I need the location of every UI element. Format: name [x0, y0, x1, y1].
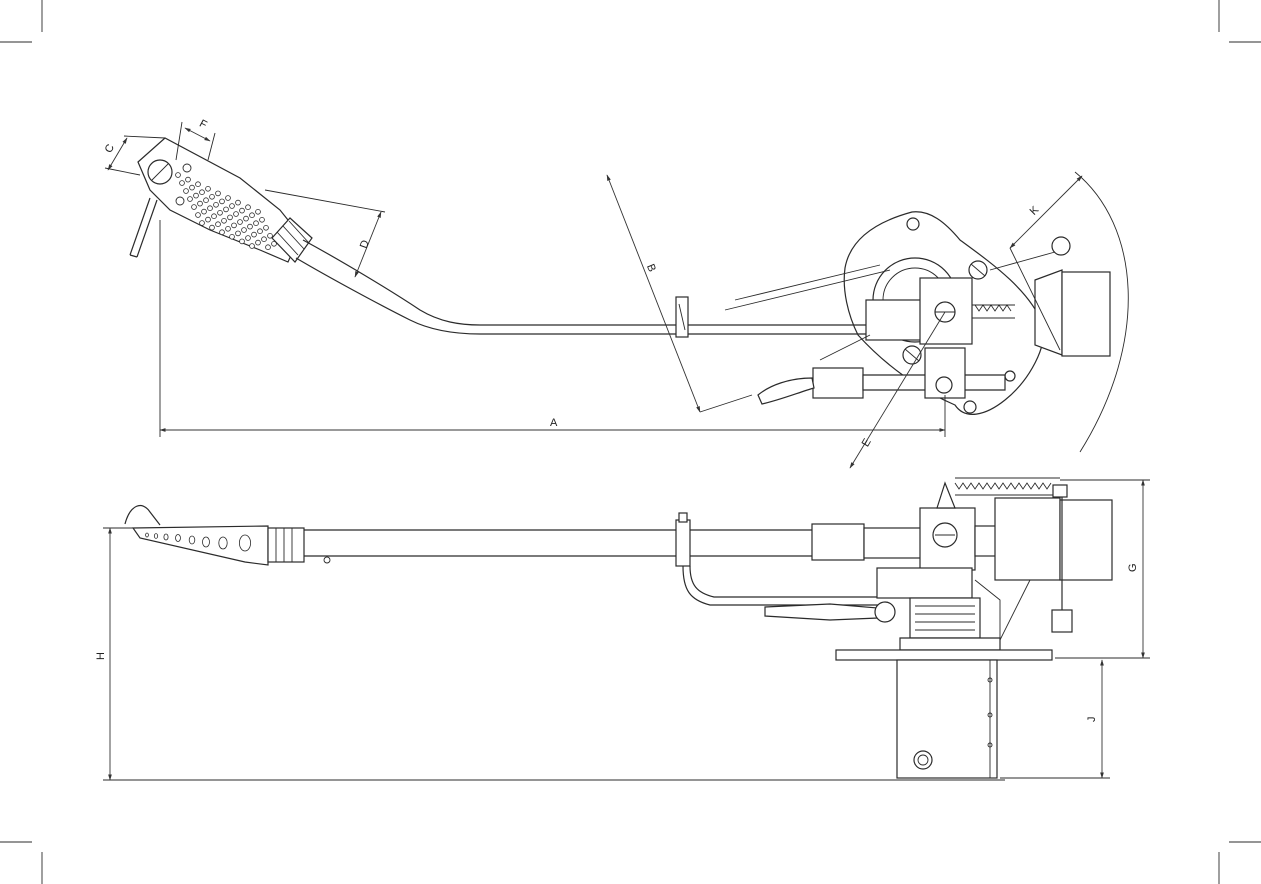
arm-lift-top — [813, 368, 863, 398]
dimension-k-line — [1010, 176, 1082, 248]
dimension-f-label: F — [197, 118, 209, 132]
bearing-block-top — [920, 278, 972, 344]
lift-lever-top — [758, 378, 814, 404]
bearing-block-side — [920, 508, 975, 570]
mounting-plate-side — [836, 650, 1052, 660]
dimension-b-label: B — [644, 262, 658, 273]
finger-lift-side — [125, 506, 160, 525]
counterweight-top — [1035, 270, 1110, 356]
anti-skate-weight-side — [1052, 610, 1072, 632]
mounting-pillar-side — [897, 660, 997, 778]
dimension-c-label: C — [103, 142, 117, 155]
counterweight-side — [995, 498, 1060, 580]
arm-sleeve-side — [812, 524, 864, 560]
pillar-side — [877, 568, 972, 598]
arm-tube-top — [303, 240, 870, 325]
arm-sleeve-top — [866, 300, 924, 340]
arm-rest-side — [683, 566, 880, 605]
dimension-e-label: E — [860, 437, 874, 449]
lift-lever-side — [765, 604, 878, 620]
dimension-j-label: J — [1086, 717, 1098, 723]
headshell-top — [130, 138, 300, 262]
dimension-a-label: A — [550, 417, 558, 429]
top-view: A B C F D E K — [103, 118, 1129, 468]
side-view: H G J — [95, 478, 1150, 780]
dimension-f-line — [185, 128, 210, 141]
dimension-b-line — [607, 175, 700, 412]
dimension-h-label: H — [95, 652, 107, 660]
arm-clip-side — [676, 520, 690, 566]
dimension-k-label: K — [1028, 204, 1042, 218]
headshell-collar-side — [268, 528, 304, 562]
dimension-g-label: G — [1127, 563, 1139, 572]
